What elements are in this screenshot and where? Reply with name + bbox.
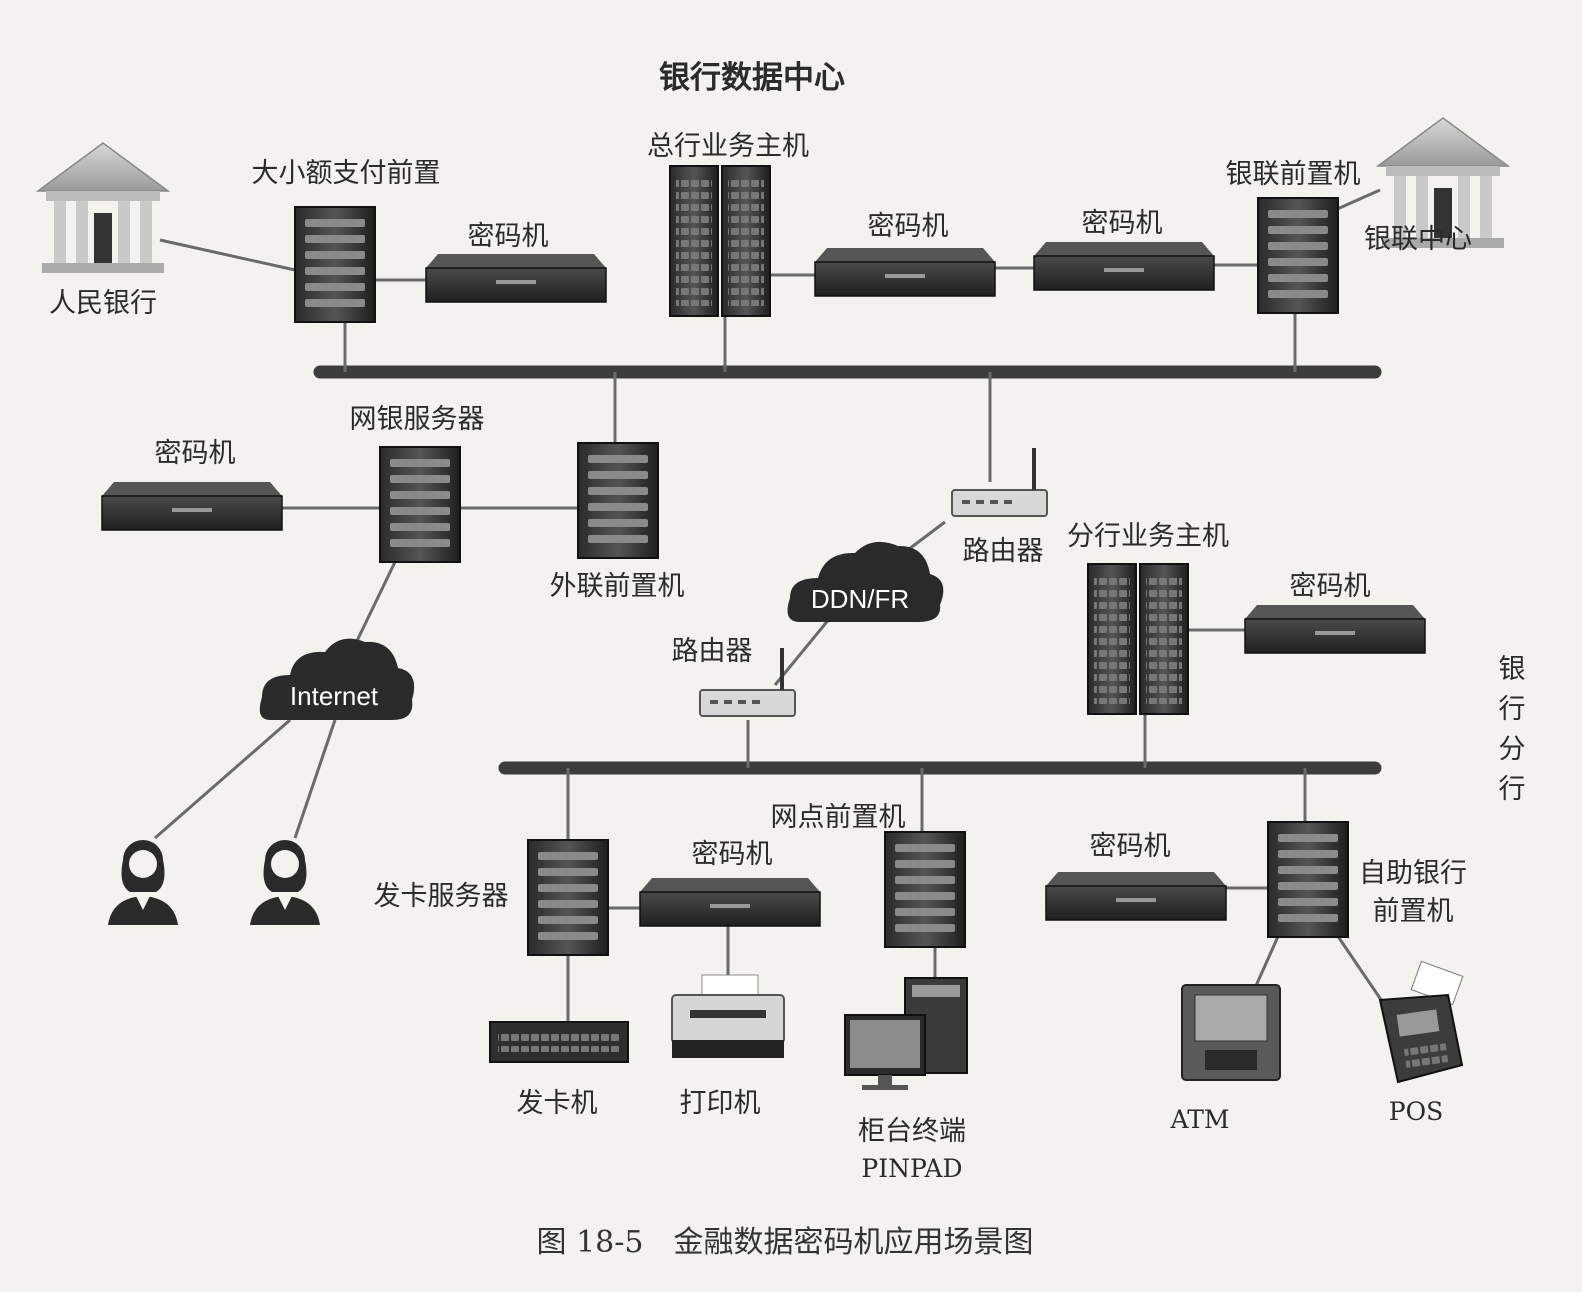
label-hsm-hq: 密码机	[868, 211, 949, 242]
hsm-self-icon	[1045, 871, 1227, 921]
hsm-branch-icon	[1244, 604, 1426, 654]
router-top-icon	[950, 446, 1049, 518]
label-ebank-server: 网银服务器	[350, 404, 485, 435]
user-icon	[108, 840, 178, 925]
label-ddn: DDN/FR	[811, 584, 909, 614]
label-counter-terminal: 柜台终端	[858, 1116, 966, 1147]
user-icon	[250, 840, 320, 925]
branch-label: 银 行 分 行	[1499, 654, 1526, 805]
atm-icon	[1181, 984, 1281, 1081]
label-hsm-card: 密码机	[692, 839, 773, 870]
pos-icon	[1378, 960, 1464, 1084]
label-hq-host: 总行业务主机	[647, 131, 809, 162]
hsm-ebank-icon	[101, 481, 283, 531]
label-hsm-ebank: 密码机	[155, 438, 236, 469]
label-printer: 打印机	[680, 1088, 761, 1119]
ebank-server-icon	[379, 446, 461, 563]
ddn-cloud-icon: DDN/FR	[787, 541, 944, 622]
hsm-hq-icon	[814, 247, 996, 297]
label-self-service-front-line2: 前置机	[1373, 896, 1454, 927]
hsm-payment-icon	[425, 253, 607, 303]
label-atm: ATM	[1170, 1105, 1230, 1134]
hsm-card-icon	[639, 877, 821, 927]
label-hsm-self: 密码机	[1090, 831, 1171, 862]
label-unionpay-center: 银联中心	[1364, 224, 1472, 255]
label-router-bottom: 路由器	[672, 636, 753, 667]
label-hsm-branch: 密码机	[1290, 571, 1371, 602]
label-payment-front: 大小额支付前置	[252, 158, 441, 189]
printer-icon	[671, 974, 785, 1058]
outlet-front-server-icon	[884, 831, 966, 948]
label-card-server: 发卡服务器	[374, 881, 509, 912]
svg-text:银: 银	[1499, 654, 1526, 685]
svg-text:行: 行	[1499, 694, 1526, 725]
label-pbc: 人民银行	[49, 288, 157, 319]
payment-front-server-icon	[294, 206, 376, 323]
hsm-unionpay-icon	[1033, 241, 1215, 291]
self-service-front-server-icon	[1267, 821, 1349, 938]
counter-terminal-icon	[844, 977, 968, 1090]
label-external-front: 外联前置机	[550, 571, 685, 602]
card-issuer-icon	[489, 1021, 629, 1063]
svg-text:分: 分	[1499, 734, 1526, 765]
label-unionpay-front: 银联前置机	[1226, 159, 1361, 190]
external-front-server-icon	[577, 442, 659, 559]
label-outlet-front: 网点前置机	[771, 802, 906, 833]
label-branch-host: 分行业务主机	[1067, 521, 1229, 552]
branch-host-server-icon	[1087, 563, 1189, 715]
hq-host-server-icon	[669, 165, 771, 317]
label-hsm-unionpay: 密码机	[1082, 208, 1163, 239]
label-internet: Internet	[290, 681, 379, 711]
card-server-icon	[527, 839, 609, 956]
svg-text:行: 行	[1499, 774, 1526, 805]
label-card-issuer: 发卡机	[517, 1088, 598, 1119]
label-self-service-front-line1: 自助银行	[1359, 858, 1467, 889]
label-hsm-payment: 密码机	[468, 221, 549, 252]
connections	[154, 188, 1390, 1022]
label-pos: POS	[1389, 1097, 1443, 1126]
datacenter-title: 银行数据中心	[659, 60, 845, 96]
label-router-top: 路由器	[963, 536, 1044, 567]
label-pinpad: PINPAD	[861, 1154, 962, 1183]
pbc-bank-icon	[37, 142, 169, 274]
internet-cloud-icon: Internet	[259, 638, 415, 720]
figure-caption: 图 18-5 金融数据密码机应用场景图	[537, 1225, 1034, 1260]
unionpay-front-server-icon	[1257, 197, 1339, 314]
